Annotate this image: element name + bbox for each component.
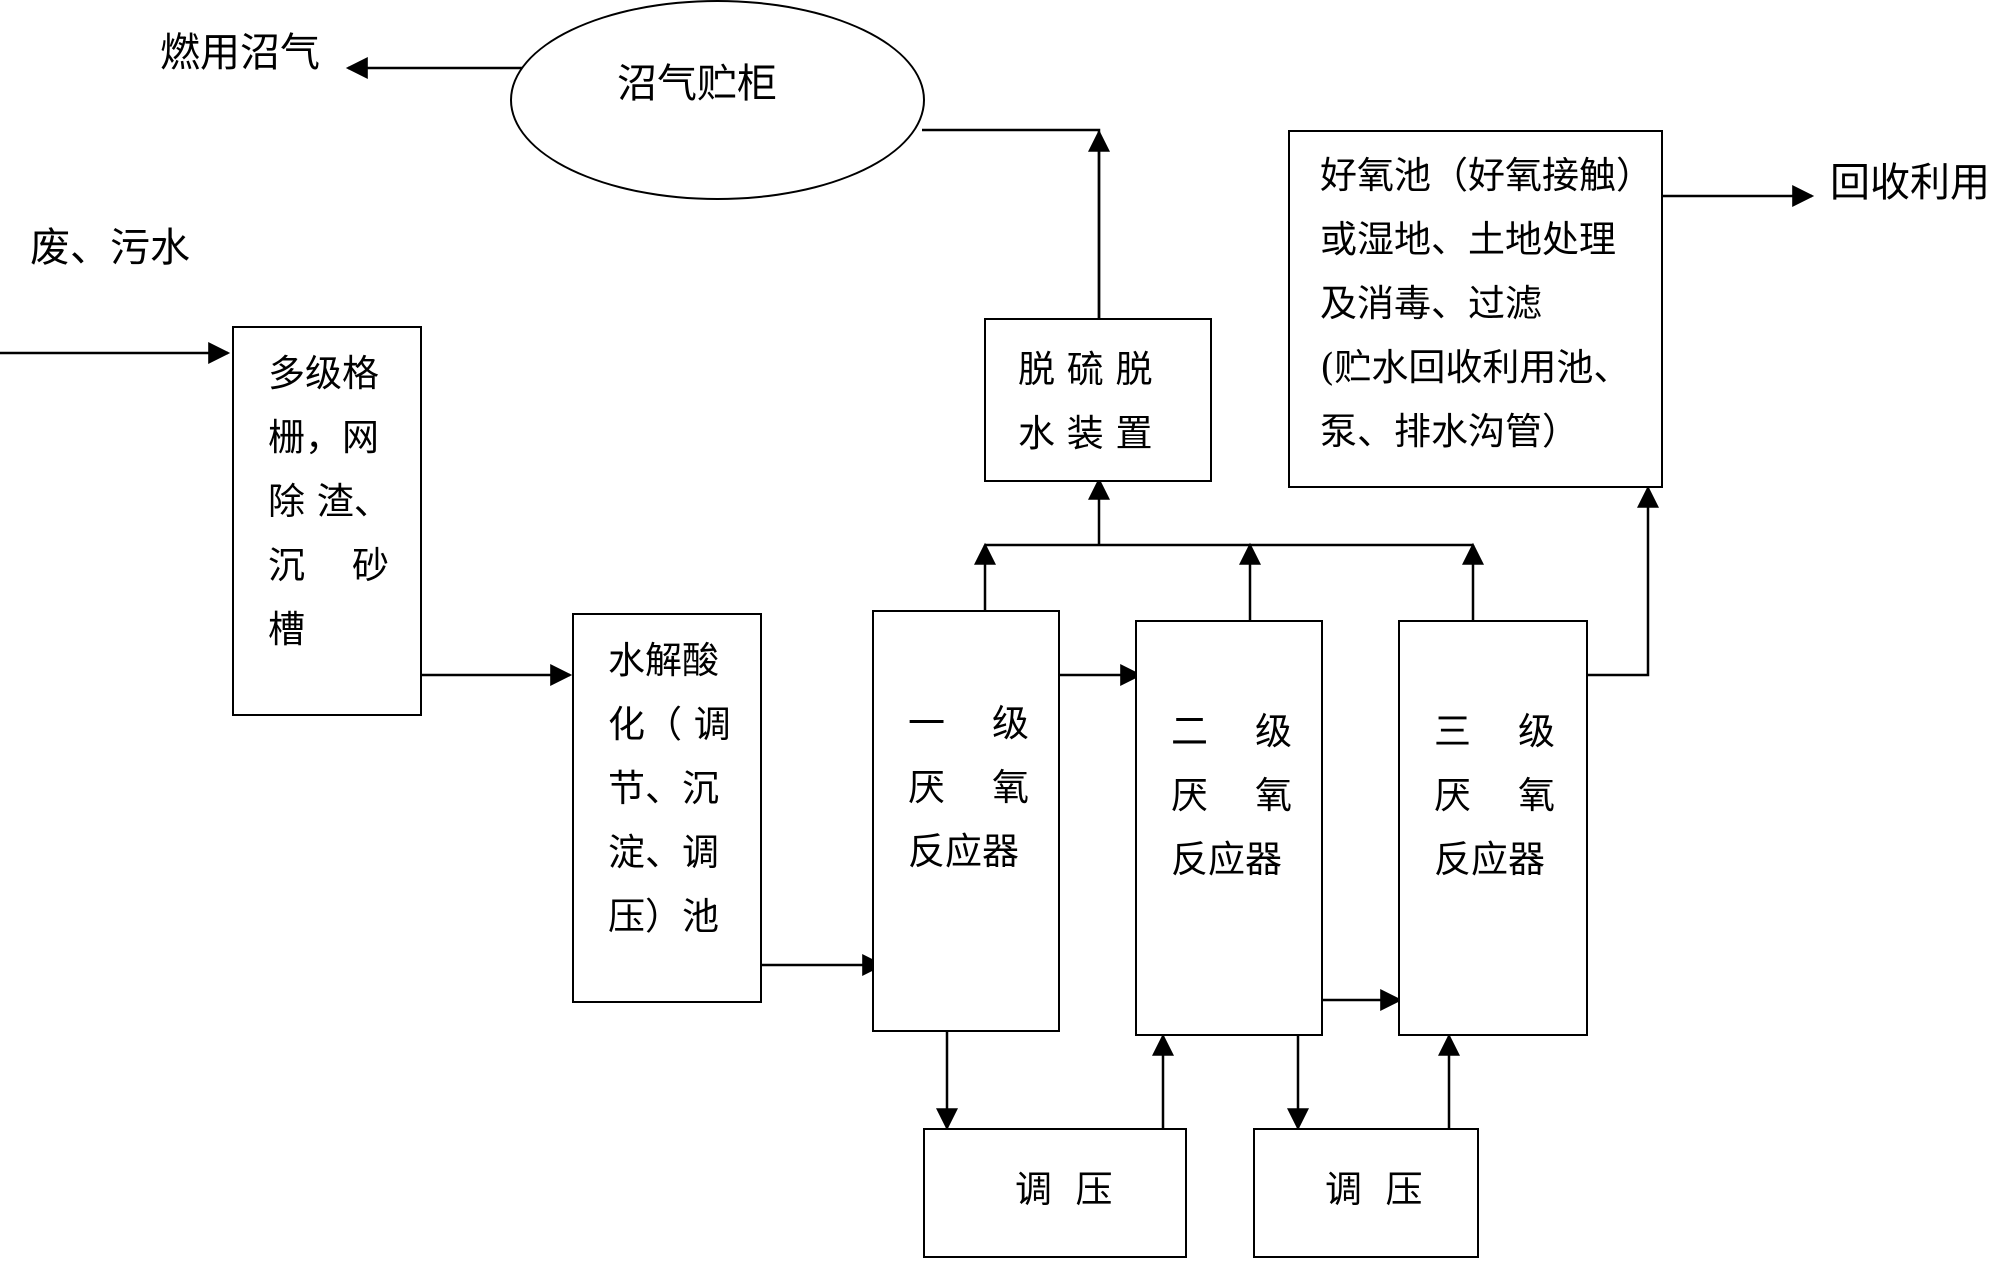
label-fuel-biogas: 燃用沼气: [160, 30, 320, 76]
screen-line-3: 除 渣、: [268, 480, 391, 523]
gas-holder-label: 沼气贮柜: [617, 61, 777, 107]
reactor-1-line-3: 反应器: [908, 830, 1019, 873]
aerobic-line-4: (贮水回收利用池、: [1320, 346, 1631, 389]
pressure-regulator-2-box: 调 压: [1253, 1128, 1479, 1258]
screen-line-5: 槽: [268, 608, 305, 651]
reactor-3-box: 三 级 厌 氧 反应器: [1398, 620, 1588, 1036]
hydrolysis-tank-box: 水解酸 化（ 调 节、沉 淀、调 压）池: [572, 613, 762, 1003]
reactor-2-line-1: 二 级: [1171, 710, 1293, 753]
label-waste-water: 废、污水: [30, 225, 190, 271]
aerobic-line-1: 好氧池（好氧接触）: [1320, 154, 1653, 197]
pressure-regulator-1-label: 调 压: [1015, 1168, 1113, 1211]
desulfur-unit-box: 脱 硫 脱 水 装 置: [984, 318, 1212, 482]
screen-line-1: 多级格: [268, 352, 379, 395]
reactor-2-box: 二 级 厌 氧 反应器: [1135, 620, 1323, 1036]
reactor-3-line-1: 三 级: [1434, 710, 1556, 753]
aerobic-line-5: 泵、排水沟管）: [1320, 410, 1579, 453]
screen-grit-tank-box: 多级格 栅，网 除 渣、 沉 砂 槽: [232, 326, 422, 716]
desulfur-line-2: 水 装 置: [1018, 412, 1153, 455]
reactor-1-line-1: 一 级: [908, 702, 1030, 745]
pressure-regulator-1-box: 调 压: [923, 1128, 1187, 1258]
pressure-regulator-2-label: 调 压: [1325, 1168, 1423, 1211]
screen-line-2: 栅，网: [268, 416, 379, 459]
hydrolysis-line-2: 化（ 调: [608, 703, 731, 746]
reactor-2-line-3: 反应器: [1171, 838, 1282, 881]
aerobic-tank-box: 好氧池（好氧接触） 或湿地、土地处理 及消毒、过滤 (贮水回收利用池、 泵、排水…: [1288, 130, 1663, 488]
screen-line-4: 沉 砂: [268, 544, 390, 587]
aerobic-line-2: 或湿地、土地处理: [1320, 218, 1616, 261]
reactor-1-line-2: 厌 氧: [908, 766, 1030, 809]
arrow-reactor3-to-aerobic: [1588, 485, 1659, 677]
hydrolysis-line-3: 节、沉: [608, 767, 719, 810]
reactor-1-box: 一 级 厌 氧 反应器: [872, 610, 1060, 1032]
aerobic-line-3: 及消毒、过滤: [1320, 282, 1542, 325]
hydrolysis-line-1: 水解酸: [608, 639, 719, 682]
reactor-3-line-3: 反应器: [1434, 838, 1545, 881]
hydrolysis-line-4: 淀、调: [608, 831, 719, 874]
hydrolysis-line-5: 压）池: [608, 895, 719, 938]
reactor-2-line-2: 厌 氧: [1171, 774, 1293, 817]
reactor-3-line-2: 厌 氧: [1434, 774, 1556, 817]
desulfur-line-1: 脱 硫 脱: [1018, 348, 1153, 391]
gas-holder-tank: 沼气贮柜: [510, 0, 925, 200]
label-recycle: 回收利用: [1830, 160, 1990, 206]
arrow-desulfur-to-holder: [922, 128, 1101, 318]
